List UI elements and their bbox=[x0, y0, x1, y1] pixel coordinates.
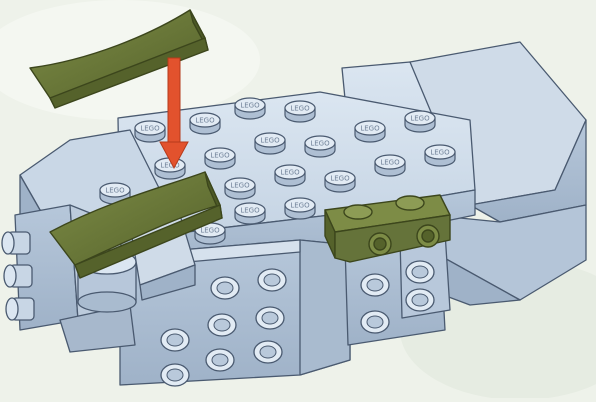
top-stud: LEGO bbox=[285, 198, 315, 219]
stud-logo-text: LEGO bbox=[240, 102, 260, 110]
stud-logo-text: LEGO bbox=[200, 227, 220, 235]
stud-logo-text: LEGO bbox=[290, 202, 310, 210]
front-stud bbox=[161, 364, 189, 386]
stud-logo-text: LEGO bbox=[410, 115, 430, 123]
front-stud bbox=[206, 349, 234, 371]
stud-logo-text: LEGO bbox=[195, 117, 215, 125]
top-stud: LEGO bbox=[235, 98, 265, 119]
top-stud: LEGO bbox=[135, 121, 165, 142]
stud-logo-text: LEGO bbox=[360, 125, 380, 133]
top-stud: LEGO bbox=[305, 136, 335, 157]
stud-logo-text: LEGO bbox=[280, 169, 300, 177]
stud-logo-text: LEGO bbox=[230, 182, 250, 190]
front-stud bbox=[406, 289, 434, 311]
stud-logo-text: LEGO bbox=[240, 207, 260, 215]
top-stud: LEGO bbox=[405, 111, 435, 132]
stud-logo-text: LEGO bbox=[310, 140, 330, 148]
stud-logo-text: LEGO bbox=[290, 105, 310, 113]
top-stud: LEGO bbox=[375, 155, 405, 176]
top-stud: LEGO bbox=[325, 171, 355, 192]
stud-logo-text: LEGO bbox=[140, 125, 160, 133]
top-stud: LEGO bbox=[255, 133, 285, 154]
front-stud bbox=[406, 261, 434, 283]
top-stud: LEGO bbox=[190, 113, 220, 134]
front-stud bbox=[161, 329, 189, 351]
top-stud: LEGO bbox=[285, 101, 315, 122]
top-stud: LEGO bbox=[205, 148, 235, 169]
stud-logo-text: LEGO bbox=[260, 137, 280, 145]
top-stud: LEGO bbox=[235, 203, 265, 224]
front-stud bbox=[208, 314, 236, 336]
front-stud bbox=[254, 341, 282, 363]
front-stud bbox=[256, 307, 284, 329]
stud-logo-text: LEGO bbox=[105, 187, 125, 195]
front-stud bbox=[361, 274, 389, 296]
stud-logo-text: LEGO bbox=[330, 175, 350, 183]
stud-logo-text: LEGO bbox=[430, 149, 450, 157]
front-stud bbox=[211, 277, 239, 299]
left-side-studs bbox=[2, 232, 34, 320]
front-stud bbox=[258, 269, 286, 291]
stud-logo-text: LEGO bbox=[380, 159, 400, 167]
top-stud: LEGO bbox=[225, 178, 255, 199]
front-stud bbox=[361, 311, 389, 333]
top-stud: LEGO bbox=[355, 121, 385, 142]
stud-logo-text: LEGO bbox=[210, 152, 230, 160]
top-stud: LEGO bbox=[275, 165, 305, 186]
top-stud: LEGO bbox=[425, 145, 455, 166]
